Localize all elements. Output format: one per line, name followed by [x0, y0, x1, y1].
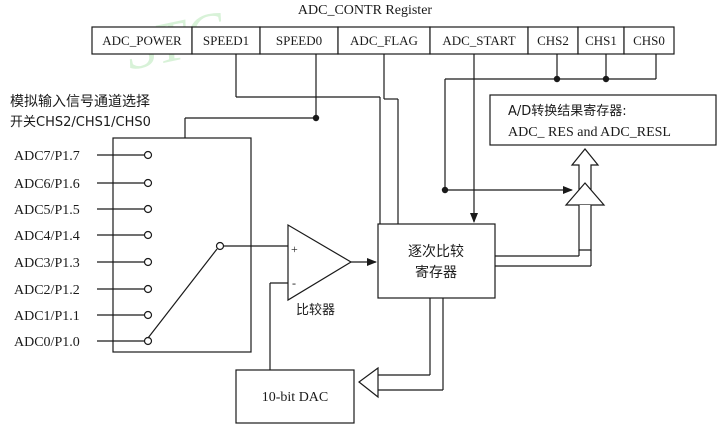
register-field-label: ADC_FLAG — [350, 33, 418, 48]
register-field-speed0 — [259, 26, 339, 55]
mux-input-label: ADC2/P1.2 — [14, 283, 80, 298]
comparator-triangle — [287, 223, 353, 302]
comparator-label: 比较器 — [296, 303, 335, 318]
mux-input-label: ADC1/P1.1 — [14, 309, 80, 324]
mux-input-label: ADC6/P1.6 — [14, 177, 80, 192]
result-triangle-icon — [564, 182, 606, 206]
register-field-adc-start — [429, 26, 529, 55]
result-register-line1: A/D转换结果寄存器: — [508, 103, 627, 119]
sar-label-line1: 逐次比较 — [408, 244, 464, 260]
register-field-label: ADC_POWER — [102, 33, 182, 48]
mux-input-label: ADC4/P1.4 — [14, 229, 80, 244]
sar-box — [377, 223, 496, 299]
mux-input-label: ADC7/P1.7 — [14, 149, 80, 164]
register-field-chs0 — [623, 26, 675, 55]
register-field-chs2 — [527, 26, 579, 55]
mux-input-label: ADC0/P1.0 — [14, 335, 80, 350]
register-field-adc-power — [91, 26, 193, 55]
junction-dot — [441, 186, 449, 194]
register-field-label: SPEED0 — [276, 33, 322, 48]
sar-label-line2: 寄存器 — [415, 264, 457, 281]
mux-switch-pivot — [215, 241, 225, 251]
register-field-speed1 — [191, 26, 261, 55]
result-bus-arrow-icon — [578, 205, 592, 251]
result-register-line2: ADC_ RES and ADC_RESL — [508, 125, 671, 140]
mux-label-line1: 模拟输入信号通道选择 — [10, 94, 150, 110]
dac-label: 10-bit DAC — [262, 390, 329, 405]
dac-input-arrow-icon — [358, 366, 379, 399]
mux-label-line2: 开关CHS2/CHS1/CHS0 — [10, 115, 151, 130]
register-field-label: CHS1 — [585, 33, 617, 48]
register-field-label: ADC_START — [442, 33, 515, 48]
mux-input-label: ADC3/P1.3 — [14, 256, 80, 271]
mux-box — [112, 137, 252, 353]
register-field-label: CHS2 — [537, 33, 569, 48]
mux-switch-arm — [147, 248, 218, 339]
register-field-label: SPEED1 — [203, 33, 249, 48]
mux-inputs: ADC7/P1.7 ADC6/P1.6 ADC5/P1.5 ADC4/P1.4 … — [14, 149, 153, 350]
register-title: ADC_CONTR Register — [298, 3, 433, 18]
dac-box — [235, 369, 355, 424]
comparator-minus-sign: - — [292, 276, 296, 290]
register-field-label: CHS0 — [633, 33, 665, 48]
result-register-box — [489, 94, 717, 146]
mux-input-label: ADC5/P1.5 — [14, 203, 80, 218]
comparator-plus-sign: + — [291, 242, 298, 256]
chs-bus — [444, 54, 657, 190]
register-fields: ADC_POWER SPEED1 SPEED0 ADC_FLAG ADC_STA… — [91, 26, 675, 55]
